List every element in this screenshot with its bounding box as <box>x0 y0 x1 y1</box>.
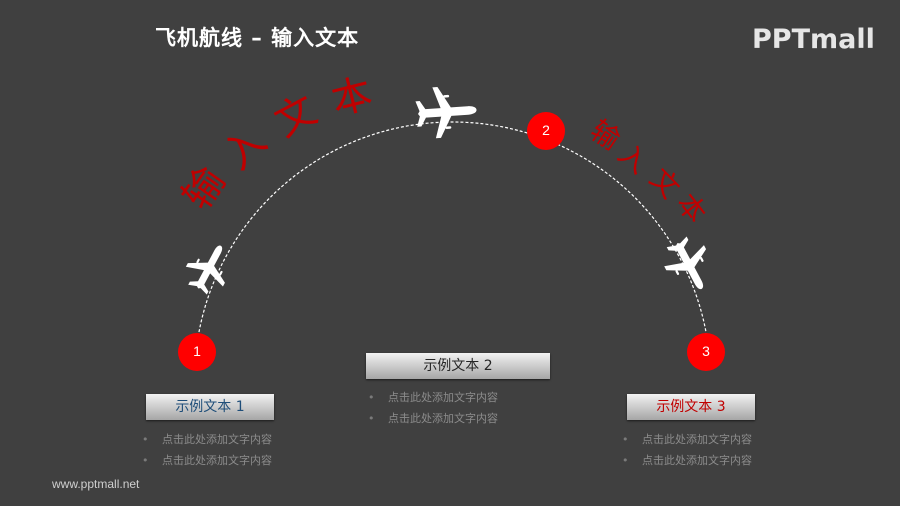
step-marker-2 <box>527 112 565 150</box>
svg-text:输: 输 <box>174 159 235 218</box>
list-item: •点击此处添加文字内容 <box>142 450 272 471</box>
list-item: •点击此处添加文字内容 <box>142 429 272 450</box>
svg-text:文: 文 <box>267 87 324 146</box>
flight-path-arc <box>196 121 707 353</box>
svg-text:入: 入 <box>215 118 276 179</box>
airplane-icon <box>656 231 722 300</box>
slide-title: 飞机航线 – 输入文本 <box>155 26 360 50</box>
bullet-icon: • <box>142 433 149 446</box>
airplane-icon <box>178 235 240 300</box>
svg-text:输: 输 <box>584 114 626 157</box>
step-marker-3-number: 3 <box>702 343 710 359</box>
step-marker-1 <box>178 333 216 371</box>
list-item: •点击此处添加文字内容 <box>368 408 498 429</box>
section-3-bullets: •点击此处添加文字内容 •点击此处添加文字内容 <box>622 429 752 471</box>
section-2-bullets: •点击此处添加文字内容 •点击此处添加文字内容 <box>368 387 498 429</box>
bullet-icon: • <box>142 454 149 467</box>
svg-text:本: 本 <box>327 70 377 124</box>
step-marker-1-number: 1 <box>193 343 201 359</box>
bullet-icon: • <box>368 391 375 404</box>
bullet-icon: • <box>622 433 629 446</box>
section-1-label: 示例文本 1 <box>146 394 274 420</box>
list-item: •点击此处添加文字内容 <box>622 450 752 471</box>
list-item: •点击此处添加文字内容 <box>622 429 752 450</box>
step-marker-2-number: 2 <box>542 122 550 138</box>
section-1-bullets: •点击此处添加文字内容 •点击此处添加文字内容 <box>142 429 272 471</box>
bullet-icon: • <box>368 412 375 425</box>
footer-url: www.pptmall.net <box>52 477 140 491</box>
svg-text:入: 入 <box>612 137 655 180</box>
svg-text:本: 本 <box>670 187 713 229</box>
airplane-icon <box>414 84 479 140</box>
list-item: •点击此处添加文字内容 <box>368 387 498 408</box>
section-2-label: 示例文本 2 <box>366 353 550 379</box>
section-3-label: 示例文本 3 <box>627 394 755 420</box>
step-marker-3 <box>687 333 725 371</box>
arc-text-right: 输 入 文 本 <box>584 114 713 230</box>
pptmall-logo: PPTmall <box>752 24 875 55</box>
bullet-icon: • <box>622 454 629 467</box>
